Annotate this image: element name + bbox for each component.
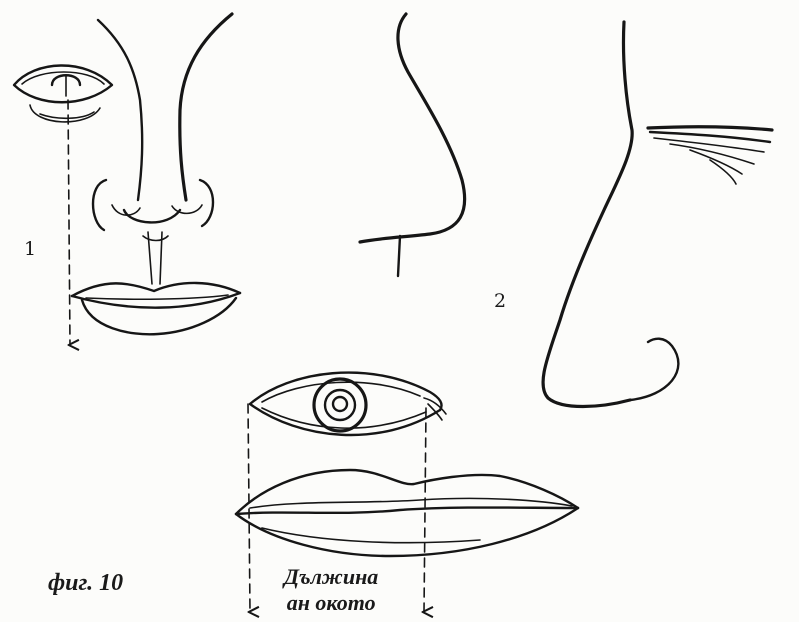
front-view-lips xyxy=(72,283,240,334)
measured-lips xyxy=(236,470,578,556)
eye-length-caption-line1: Дължина xyxy=(284,564,378,590)
profile-nose-small xyxy=(360,14,465,276)
measured-eye xyxy=(250,373,446,435)
eye-length-caption-line2: ан окото xyxy=(284,590,378,616)
front-view-nose xyxy=(93,14,232,230)
profile-view-number-label: 2 xyxy=(494,290,506,312)
front-view-number-label: 1 xyxy=(24,238,36,260)
front-view-eye-width-guide xyxy=(68,100,70,345)
profile-eyebrow xyxy=(648,127,772,184)
front-view-eye xyxy=(14,65,112,121)
figure-caption: фиг. 10 xyxy=(48,570,123,597)
front-view-philtrum xyxy=(143,232,168,284)
profile-face-large xyxy=(543,22,678,407)
eye-length-caption: Дължина ан окото xyxy=(284,564,378,616)
